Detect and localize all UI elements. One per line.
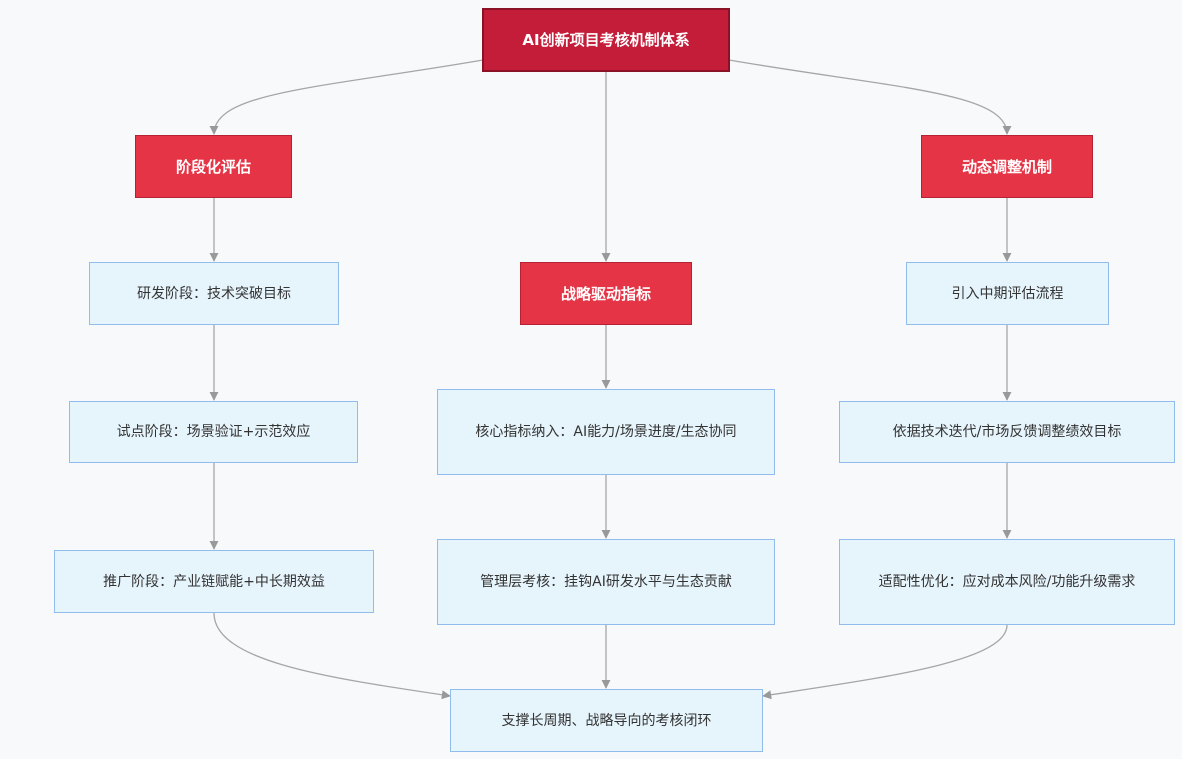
rd-stage-label: 研发阶段：技术突破目标 — [137, 285, 291, 302]
dynamic-adjust-node: 动态调整机制 — [921, 135, 1093, 198]
strategy-indicator-label: 战略驱动指标 — [560, 284, 651, 303]
root-node: AI创新项目考核机制体系 — [482, 8, 730, 72]
outcome-node: 支撑长周期、战略导向的考核闭环 — [450, 689, 763, 752]
core-indicator-label: 核心指标纳入：AI能力/场景进度/生态协同 — [475, 424, 737, 440]
adaptive-optimization-node: 适配性优化：应对成本风险/功能升级需求 — [839, 539, 1175, 625]
management-assessment-label: 管理层考核：挂钩AI研发水平与生态贡献 — [480, 574, 732, 590]
core-indicator-node: 核心指标纳入：AI能力/场景进度/生态协同 — [437, 389, 775, 475]
phase-evaluation-label: 阶段化评估 — [175, 157, 251, 176]
promotion-stage-node: 推广阶段：产业链赋能+中长期效益 — [54, 550, 374, 613]
midterm-review-label: 引入中期评估流程 — [951, 285, 1064, 302]
management-assessment-node: 管理层考核：挂钩AI研发水平与生态贡献 — [437, 539, 775, 625]
rd-stage-node: 研发阶段：技术突破目标 — [89, 262, 339, 325]
pilot-stage-label: 试点阶段：场景验证+示范效应 — [116, 424, 311, 440]
midterm-review-node: 引入中期评估流程 — [906, 262, 1109, 325]
pilot-stage-node: 试点阶段：场景验证+示范效应 — [69, 401, 358, 463]
outcome-label: 支撑长周期、战略导向的考核闭环 — [501, 712, 712, 729]
adaptive-optimization-label: 适配性优化：应对成本风险/功能升级需求 — [878, 574, 1136, 590]
edge-root-to-phase — [209, 59, 484, 135]
edge-adapt-to-outcome — [762, 624, 1008, 700]
phase-evaluation-node: 阶段化评估 — [135, 135, 292, 198]
dynamic-adjust-label: 动态调整机制 — [961, 157, 1052, 176]
edge-promo-to-outcome — [213, 612, 451, 700]
strategy-indicator-node: 战略驱动指标 — [520, 262, 692, 325]
promotion-stage-label: 推广阶段：产业链赋能+中长期效益 — [103, 573, 325, 590]
root-label: AI创新项目考核机制体系 — [522, 31, 690, 49]
edge-root-to-dynamic — [728, 59, 1012, 135]
iteration-adjust-node: 依据技术迭代/市场反馈调整绩效目标 — [839, 401, 1175, 463]
iteration-adjust-label: 依据技术迭代/市场反馈调整绩效目标 — [892, 424, 1122, 440]
